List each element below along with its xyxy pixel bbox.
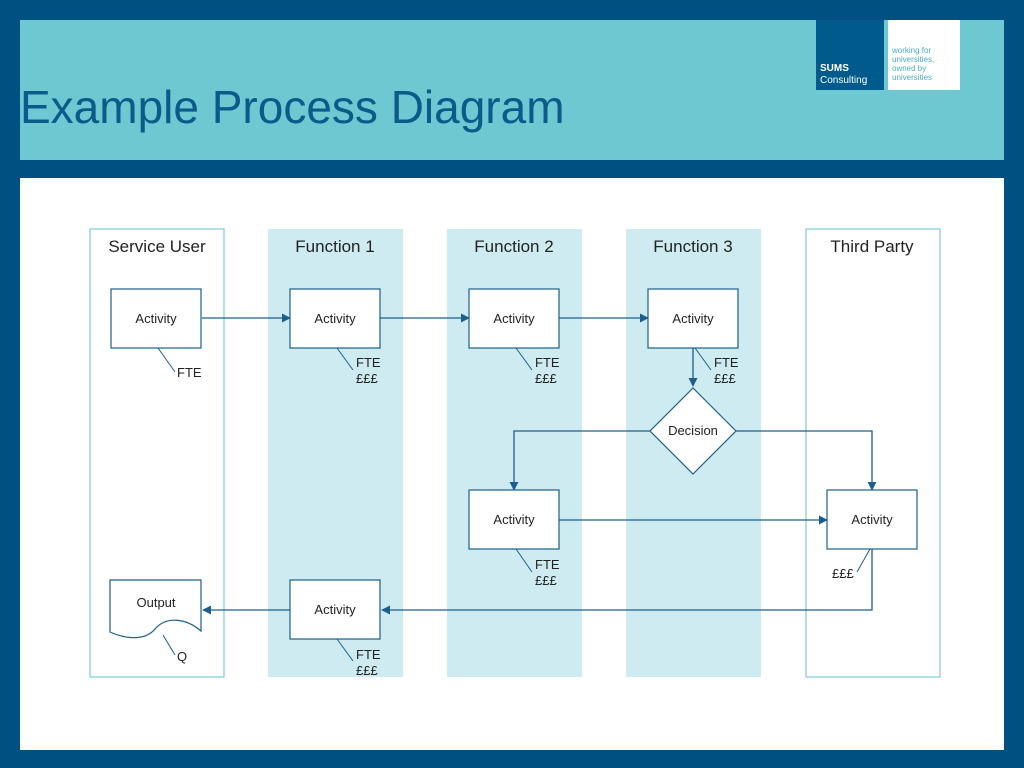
activity-label: Activity [314, 602, 356, 617]
leader-f1-second [336, 638, 354, 662]
output-label: Output [136, 595, 175, 610]
note-f2b-fte: FTE [535, 557, 560, 572]
note-output-q: Q [177, 649, 187, 664]
node-f3-activity: Activity [647, 288, 739, 349]
note-f1-cost: £££ [356, 371, 378, 386]
note-tp-cost: £££ [832, 566, 854, 581]
lane-title-function-3: Function 3 [653, 237, 732, 256]
leader-f3 [694, 347, 712, 371]
activity-label: Activity [135, 311, 177, 326]
node-tp-activity: Activity [826, 489, 918, 550]
node-decision: Decision [649, 387, 737, 475]
note-f2b-cost: £££ [535, 573, 557, 588]
logo-tagline-line: universities, [892, 55, 935, 64]
activity-label: Activity [493, 311, 535, 326]
logo-name-line2: Consulting [820, 75, 868, 86]
lane-title-function-2: Function 2 [474, 237, 553, 256]
note-f1b-fte: FTE [356, 647, 381, 662]
node-f1-activity: Activity [289, 288, 381, 349]
arrow-third-party-to-f1 [381, 549, 873, 615]
logo-tagline-box: working for universities, owned by unive… [888, 20, 960, 90]
activity-label: Activity [493, 512, 535, 527]
activity-label: Activity [314, 311, 356, 326]
node-f2-activity: Activity [468, 288, 560, 349]
activity-box [289, 579, 381, 640]
activity-box [468, 489, 560, 550]
logo-mark: SUMS Consulting [816, 20, 884, 90]
activity-label: Activity [851, 512, 893, 527]
activity-box [468, 288, 560, 349]
leader-tp [856, 548, 871, 573]
activity-label: Activity [672, 311, 714, 326]
node-output: Output [109, 579, 202, 639]
lane-title-service-user: Service User [108, 237, 206, 256]
activity-box [647, 288, 739, 349]
node-f1-activity-2: Activity [289, 579, 381, 640]
logo-tagline-line: universities [892, 73, 933, 82]
note-f3-cost: £££ [714, 371, 736, 386]
lane-title-function-1: Function 1 [295, 237, 374, 256]
leader-su [157, 347, 176, 373]
node-f2-activity-2: Activity [468, 489, 560, 550]
lane-title-third-party: Third Party [830, 237, 914, 256]
logo-tagline-line: working for [892, 46, 932, 55]
note-su-fte: FTE [177, 365, 202, 380]
note-f1b-cost: £££ [356, 663, 378, 678]
document-shape [109, 579, 202, 639]
note-leaders [157, 347, 871, 662]
note-f1-fte: FTE [356, 355, 381, 370]
page-title: Example Process Diagram [20, 81, 565, 133]
lane-third-party [805, 228, 941, 678]
logo-tagline-line: owned by [892, 64, 927, 73]
leader-f2 [515, 347, 533, 371]
note-f2-cost: £££ [535, 371, 557, 386]
logo: SUMS Consulting working for universities… [816, 20, 960, 90]
leader-f1 [336, 347, 354, 371]
arrow-decision-to-third-party [736, 430, 877, 491]
leader-output [162, 634, 176, 656]
connectors [202, 313, 877, 615]
logo-tagline: working for universities, owned by unive… [892, 46, 934, 82]
logo-name-line1: SUMS [820, 63, 849, 74]
arrow-decision-to-f2 [509, 430, 650, 491]
activity-box [110, 288, 202, 349]
node-su-activity: Activity [110, 288, 202, 349]
decision-diamond [649, 387, 737, 475]
note-f2-fte: FTE [535, 355, 560, 370]
decision-label: Decision [668, 423, 718, 438]
note-f3-fte: FTE [714, 355, 739, 370]
activity-box [289, 288, 381, 349]
activity-box [826, 489, 918, 550]
leader-f2-second [515, 548, 533, 573]
